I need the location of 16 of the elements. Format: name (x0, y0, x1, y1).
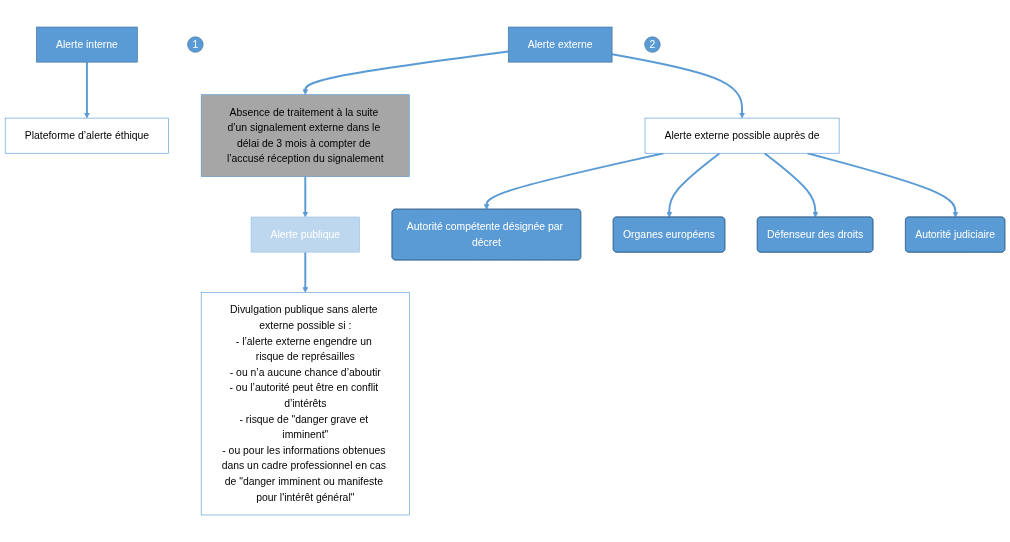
node-box: Alerte publique (250, 216, 360, 253)
arrow (666, 152, 721, 218)
node-box: Plateforme d’alerte éthique (4, 117, 169, 154)
node-box: Alerte externe (507, 26, 613, 63)
node-circle: 2 (644, 36, 661, 53)
node-box: Absence de traitement à la suite d’un signalement externe dans le délai de 3 mois à compter de l’accusé réception du signalement (200, 94, 410, 177)
arrow (611, 53, 745, 119)
node-box: Alerte interne (36, 26, 138, 63)
node-circle: 1 (187, 36, 204, 53)
arrow (84, 61, 90, 119)
arrow (763, 152, 819, 218)
node-box: Alerte externe possible auprès de (644, 117, 840, 154)
arrow (302, 251, 309, 293)
arrow (302, 175, 309, 218)
arrow (302, 50, 510, 95)
node-box: Divulgation publique sans alerte externe possible si : - l’alerte externe engendre un risque de représailles - ou n’a aucune chance d’aboutir - ou l’autorité peut être en conflit d’intérêts - risque de "danger grave et imminent" - ou pour les informations obtenues dans un cadre professionnel en cas de "danger imminent ou manifeste pour l'intérêt général" (200, 292, 410, 516)
